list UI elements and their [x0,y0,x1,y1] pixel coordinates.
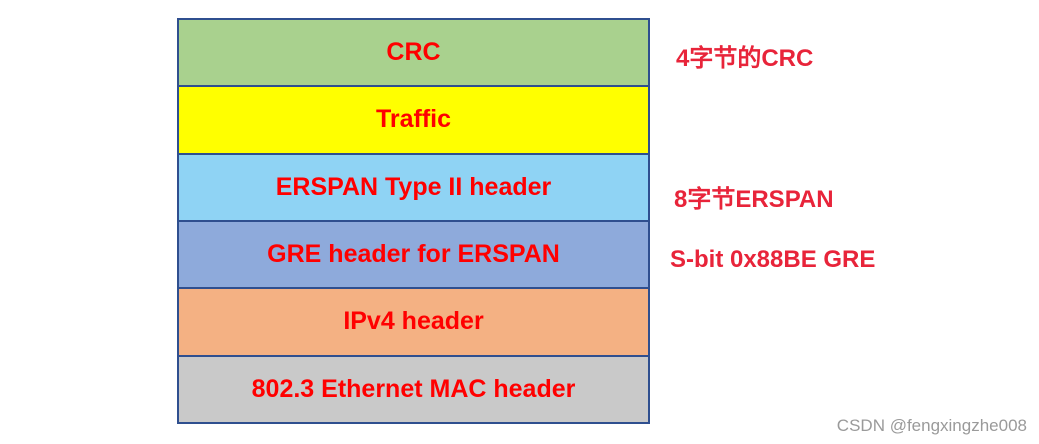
protocol-stack-diagram: CRC Traffic ERSPAN Type II header GRE he… [177,18,650,424]
layer-ethernet-mac-header: 802.3 Ethernet MAC header [179,354,648,422]
layer-gre-header: GRE header for ERSPAN [179,219,648,288]
note-crc: 4字节的CRC [676,45,814,72]
watermark: CSDN @fengxingzhe008 [836,416,1027,435]
layer-crc: CRC [179,20,648,86]
layer-traffic: Traffic [179,85,648,153]
layer-erspan-header: ERSPAN Type II header [179,152,648,220]
note-gre: S-bit 0x88BE GRE [670,246,876,273]
note-erspan: 8字节ERSPAN [674,186,834,213]
layer-ipv4-header: IPv4 header [179,287,648,355]
